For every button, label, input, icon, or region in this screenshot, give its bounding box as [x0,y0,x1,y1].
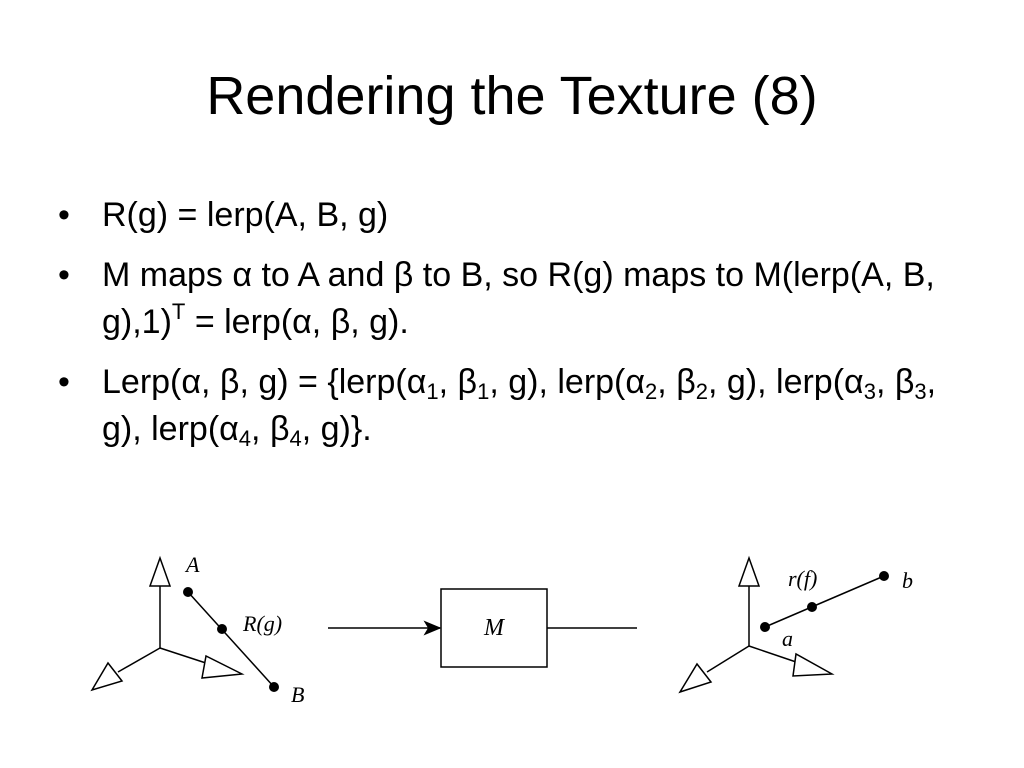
bullet-list: • R(g) = lerp(A, B, g) • M maps α to A a… [56,192,976,466]
subscript: 2 [695,379,708,404]
text-run: , g), lerp(α [489,363,646,401]
text-run: Lerp(α, β, g) = {lerp(α [102,363,427,401]
bullet-text: R(g) = lerp(A, B, g) [102,196,388,234]
right-segment [760,571,889,632]
label-B: B [291,682,304,707]
label-rf: r(f) [788,566,817,591]
label-Rg: R(g) [242,611,282,636]
text-run: , g)}. [301,410,372,448]
point-Rg [217,624,227,634]
bullet-text: M maps α to A and β to B, so R(g) maps t… [102,256,935,341]
point-A [183,587,193,597]
text-run: , β [438,363,478,401]
text-run: R(g) = lerp(A, B, g) [102,196,389,234]
point-b [879,571,889,581]
text-run: , β [657,363,696,401]
subscript: 1 [426,379,439,404]
bullet-item: • R(g) = lerp(A, B, g) [56,192,976,239]
text-run: = lerp(α, β, g). [185,303,409,341]
text-run: , β [251,410,290,448]
bullet-item: • Lerp(α, β, g) = {lerp(α1, β1, g), lerp… [56,359,976,453]
text-run: , g), lerp(α [102,363,937,448]
point-B [269,682,279,692]
bullet-item: • M maps α to A and β to B, so R(g) maps… [56,252,976,346]
bullet-dot: • [58,196,70,234]
bullet-dot: • [58,363,70,401]
label-a: a [782,626,793,651]
box-label-M: M [483,615,506,641]
subscript: 2 [645,379,658,404]
superscript: T [171,299,186,324]
subscript: 3 [863,379,876,404]
text-run: M maps α to A and β to B, so R(g) maps t… [102,256,935,341]
subscript: 3 [914,379,927,404]
text-run: , β [875,363,915,401]
subscript: 1 [477,379,490,404]
matrix-box [440,588,548,668]
mapping-diagram: A R(g) B M r(f) a b [90,552,913,707]
bullet-text: Lerp(α, β, g) = {lerp(α1, β1, g), lerp(α… [102,363,937,451]
point-rf [807,602,817,612]
left-segment [183,587,279,692]
label-A: A [184,552,200,577]
subscript: 4 [289,426,302,451]
text-run: , g), lerp(α [708,363,864,401]
left-axes [90,555,245,692]
slide-title: Rendering the Texture (8) [206,66,818,126]
label-b: b [902,568,913,593]
bullet-dot: • [58,256,70,294]
right-axes [678,555,835,694]
point-a [760,622,770,632]
subscript: 4 [238,426,252,451]
